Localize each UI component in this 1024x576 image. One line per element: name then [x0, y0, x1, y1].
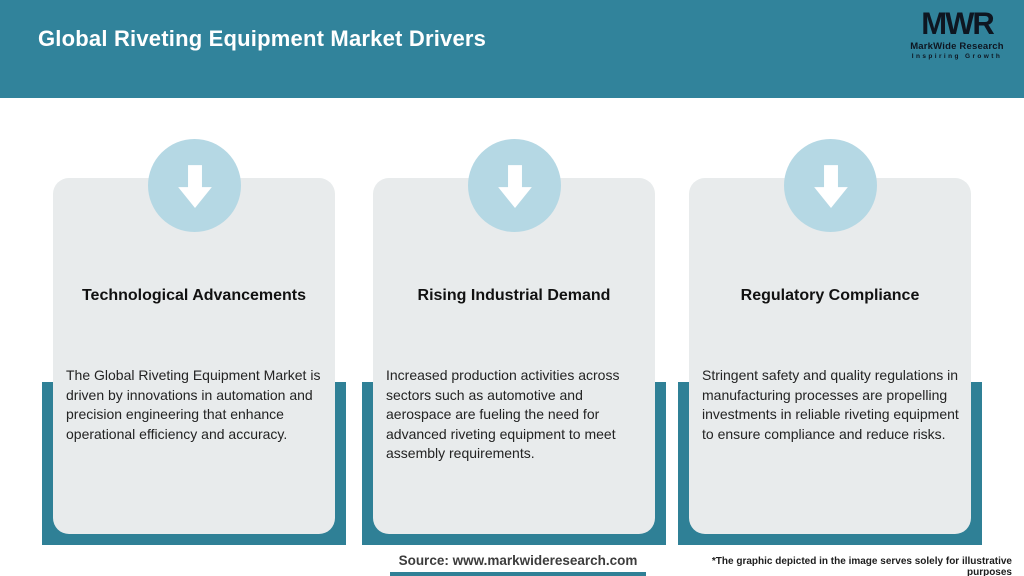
logo-name: MarkWide Research — [910, 41, 1004, 52]
down-arrow-icon — [784, 139, 877, 232]
logo-tagline: Inspiring Growth — [911, 52, 1003, 60]
card-title: Rising Industrial Demand — [417, 287, 611, 304]
driver-card-rising-industrial-demand: Rising Industrial Demand Increased produ… — [362, 139, 666, 545]
logo-monogram: MWR — [921, 5, 994, 42]
page-title: Global Riveting Equipment Market Drivers — [38, 26, 487, 51]
down-arrow-icon — [468, 139, 561, 232]
card-body: Increased production activities across s… — [386, 367, 620, 461]
card-panel: Rising Industrial Demand Increased produ… — [373, 178, 655, 534]
disclaimer-text: *The graphic depicted in the image serve… — [711, 556, 1012, 576]
card-panel: Regulatory Compliance Stringent safety a… — [689, 178, 971, 534]
header-bar: Global Riveting Equipment Market Drivers… — [0, 0, 1024, 98]
source-text: Source: www.markwideresearch.com — [398, 553, 638, 568]
down-arrow-icon — [148, 139, 241, 232]
card-panel: Technological Advancements The Global Ri… — [53, 178, 335, 534]
card-body: Stringent safety and quality regulations… — [702, 367, 959, 442]
card-title: Regulatory Compliance — [740, 287, 920, 304]
driver-card-regulatory-compliance: Regulatory Compliance Stringent safety a… — [678, 139, 982, 545]
brand-logo: MWR MarkWide Research Inspiring Growth — [902, 8, 1012, 60]
driver-card-technological-advancements: Technological Advancements The Global Ri… — [42, 139, 346, 545]
card-title: Technological Advancements — [81, 287, 307, 304]
card-body: The Global Riveting Equipment Market is … — [66, 367, 321, 442]
source-underline-bar — [390, 572, 646, 576]
